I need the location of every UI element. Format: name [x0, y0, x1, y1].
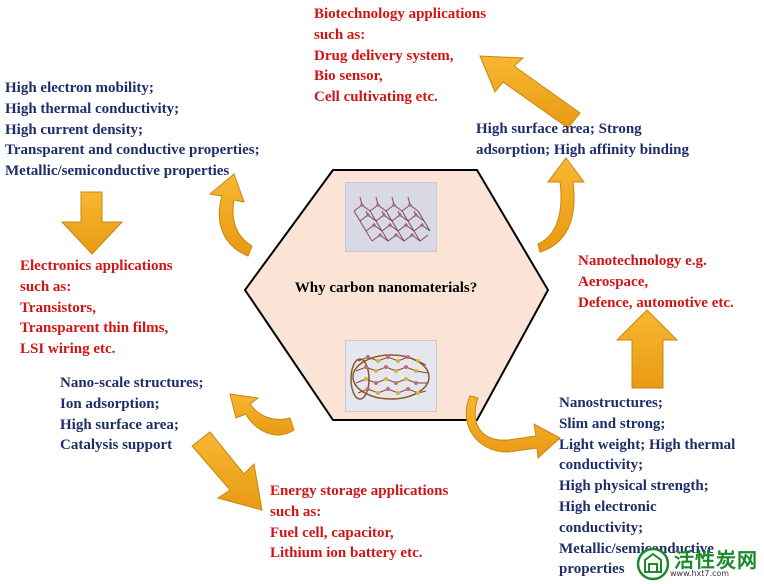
text-line: Nanostructures; — [559, 395, 663, 411]
text-line: Transparent thin films, — [20, 320, 169, 337]
text-line: Catalysis support — [60, 437, 173, 454]
text-line: Bio sensor, — [314, 68, 383, 85]
text-line: conductivity; — [559, 457, 644, 474]
text-line: High physical strength; — [559, 478, 709, 495]
curved-arrow-bottom-right — [465, 395, 561, 460]
text-line: Electronics applications — [20, 258, 173, 274]
text-line: Transistors, — [20, 299, 96, 316]
text-line: such as: — [20, 278, 72, 295]
text-line: Metallic/semiconductive properties — [5, 163, 230, 180]
nanotube-image — [345, 340, 437, 412]
arrow-to-nanotech — [615, 309, 679, 389]
nanotechnology-applications-text: Nanotechnology e.g. Aerospace, Defence, … — [578, 251, 734, 313]
center-hexagon — [243, 169, 550, 421]
text-line: Fuel cell, capacitor, — [270, 524, 394, 541]
text-line: Transparent and conductive properties; — [5, 142, 260, 159]
center-title: Why carbon nanomaterials? — [294, 280, 478, 296]
watermark-logo-icon — [636, 547, 670, 581]
curved-arrow-bottom-left — [229, 393, 295, 436]
text-line: Ion adsorption; — [60, 395, 160, 412]
text-line: High electronic — [559, 498, 657, 515]
graphene-image — [345, 182, 437, 252]
text-line: Nanotechnology e.g. — [578, 253, 707, 269]
text-line: Aerospace, — [578, 273, 649, 290]
text-line: High surface area; Strong — [476, 121, 642, 137]
arrow-to-biotech — [479, 55, 581, 129]
text-line: High surface area; — [60, 416, 179, 433]
text-line: Energy storage applications — [270, 483, 449, 499]
biotech-applications-text: Biotechnology applications such as: Drug… — [314, 4, 486, 108]
nanoscale-properties-text: Nano-scale structures; Ion adsorption; H… — [60, 373, 203, 456]
text-line: Defence, automotive etc. — [578, 294, 734, 311]
text-line: Lithium ion battery etc. — [270, 545, 423, 562]
text-line: Metallic/semiconductive — [559, 540, 714, 557]
text-line: such as: — [270, 503, 322, 520]
curved-arrow-top-left — [208, 173, 253, 257]
text-line: conductivity; — [559, 519, 644, 536]
watermark-url: www.hxt7.com — [670, 569, 730, 578]
text-line: adsorption; High affinity binding — [476, 141, 689, 158]
text-line: Slim and strong; — [559, 415, 666, 432]
text-line: Nano-scale structures; — [60, 375, 204, 391]
text-line: High thermal conductivity; — [5, 100, 180, 117]
electronics-applications-text: Electronics applications such as: Transi… — [20, 256, 173, 360]
electron-properties-text: High electron mobility; High thermal con… — [5, 78, 260, 182]
text-line: Light weight; High thermal — [559, 436, 736, 453]
watermark-title: 活性炭网 — [674, 548, 758, 572]
arrow-to-energy — [191, 431, 263, 511]
text-line: such as: — [314, 26, 366, 43]
text-line: Biotechnology applications — [314, 6, 487, 22]
watermark: 活性炭网 www.hxt7.com — [636, 544, 764, 584]
curved-arrow-top-right — [537, 157, 585, 253]
text-line: High electron mobility; — [5, 80, 154, 96]
surface-properties-text: High surface area; Strong adsorption; Hi… — [476, 119, 689, 161]
text-line: Drug delivery system, — [314, 47, 454, 64]
nanostructures-properties-text: Nanostructures; Slim and strong; Light w… — [559, 393, 735, 580]
text-line: High current density; — [5, 121, 144, 138]
arrow-to-electronics — [60, 191, 124, 255]
text-line: Cell cultivating etc. — [314, 89, 438, 106]
text-line: properties — [559, 561, 625, 578]
text-line: LSI wiring etc. — [20, 341, 116, 358]
energy-storage-applications-text: Energy storage applications such as: Fue… — [270, 481, 448, 564]
